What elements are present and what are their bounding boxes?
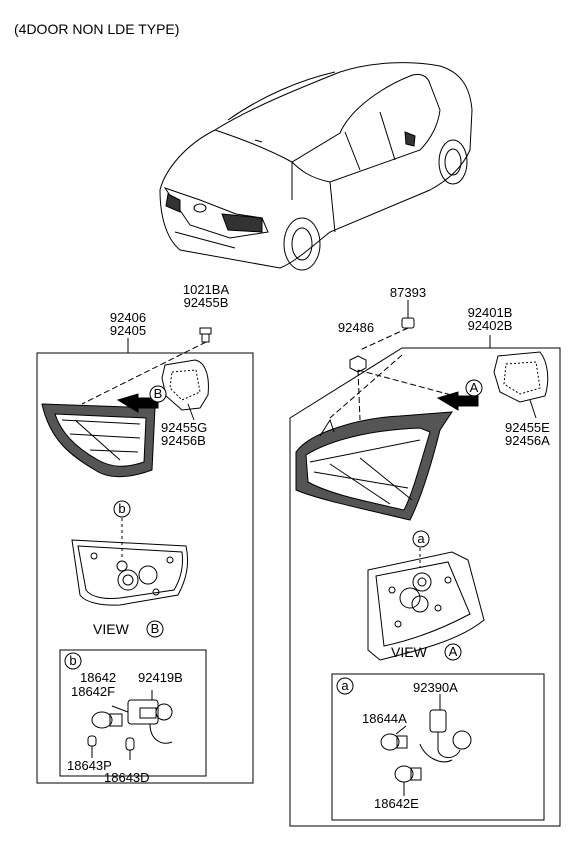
view-ref-a-marker: [465, 379, 483, 397]
socket-icon: [419, 709, 472, 763]
bolt-icon: [199, 327, 212, 343]
detail-box-a: [331, 673, 545, 821]
detail-box-b-marker: [64, 652, 82, 670]
arrow-icon: [436, 391, 479, 411]
detail-box-b-letter: b: [69, 653, 77, 668]
view-caption-b-word: VIEW: [93, 621, 129, 637]
left-gasket-part-number-alt: 92456B: [161, 433, 206, 448]
bulb-icon: [91, 711, 123, 729]
bulb-part-number: 18642: [80, 670, 117, 685]
right-gasket-part-number: 92455E: [505, 420, 550, 435]
socket-icon: [127, 699, 173, 744]
turn-bulb-part-number: 18642E: [374, 796, 419, 811]
bolt-part-number: 1021BA: [182, 282, 230, 297]
view-ref-b-marker: [149, 385, 167, 403]
detail-ref-b-marker: [113, 500, 131, 518]
left-gasket-part-number: 92455G: [161, 420, 208, 435]
arrow-icon: [116, 393, 159, 413]
detail-ref-a-letter: a: [417, 531, 425, 546]
gasket-left: [161, 359, 209, 411]
inner-lamp-back-view: [71, 539, 189, 606]
stop-bulb-part-number: 18644A: [362, 711, 407, 726]
clip-icon: [401, 300, 415, 329]
bolt-part-number-alt: 92455B: [183, 295, 229, 310]
detail-box-b: [59, 649, 207, 777]
socket-assembly-part-number: 92390A: [413, 680, 458, 695]
view-caption-a-letter: A: [448, 644, 458, 659]
right-assembly: [289, 300, 561, 827]
nut-icon: [349, 355, 367, 373]
view-caption-b-letter: B: [150, 621, 160, 636]
bulb-part-number-alt: 18642F: [71, 684, 116, 699]
right-gasket-part-number-alt: 92456A: [505, 433, 550, 448]
nut-part-number: 92486: [337, 320, 375, 335]
left-lamp-part-number-alt: 92405: [109, 323, 147, 338]
socket-part-number: 92419B: [138, 670, 183, 685]
detail-ref-a-marker: [412, 530, 430, 548]
outer-lamp-back-view: [367, 551, 485, 661]
bulb-icon: [380, 733, 422, 783]
page-title: (4DOOR NON LDE TYPE): [14, 21, 180, 37]
right-lamp-part-number-alt: 92402B: [467, 318, 513, 333]
clip-part-number: 87393: [389, 285, 427, 300]
detail-box-a-marker: [336, 677, 354, 695]
outer-lamp-right: [295, 411, 453, 521]
small-bulb-part-number-alt: 18643D: [104, 770, 150, 785]
left-assembly-frame: [36, 352, 254, 784]
gasket-right: [493, 351, 549, 403]
view-caption-a-word: VIEW: [391, 644, 427, 660]
view-caption-a-marker: [444, 643, 462, 661]
view-caption-b-marker: [146, 620, 164, 638]
small-bulb-part-number: 18643P: [67, 758, 112, 773]
view-ref-a-letter: A: [469, 380, 479, 395]
right-assembly-frame: [289, 347, 561, 827]
car-illustration: [159, 62, 473, 271]
detail-box-a-letter: a: [341, 678, 349, 693]
inner-lamp-left: [41, 403, 156, 478]
view-ref-b-letter: B: [153, 386, 163, 401]
right-lamp-part-number: 92401B: [467, 305, 513, 320]
detail-ref-b-letter: b: [118, 501, 126, 516]
small-bulb-icon: [87, 735, 135, 751]
left-lamp-part-number: 92406: [109, 310, 147, 325]
left-assembly: [36, 327, 254, 784]
